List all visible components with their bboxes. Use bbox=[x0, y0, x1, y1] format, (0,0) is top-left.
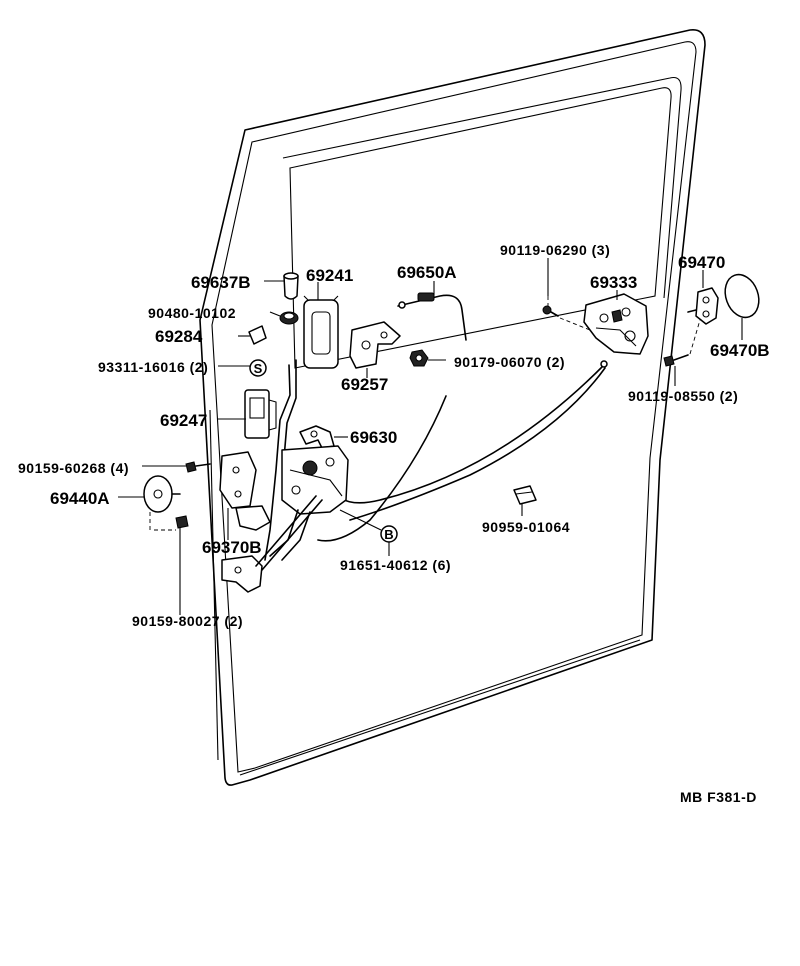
bracket-69247 bbox=[244, 389, 277, 439]
label-69637B: 69637B bbox=[191, 273, 251, 292]
label-69470: 69470 bbox=[678, 253, 725, 272]
label-90159-80027: 90159-80027 (2) bbox=[132, 613, 243, 629]
screw-90159-80027 bbox=[149, 512, 189, 615]
label-90119-06290: 90119-06290 (3) bbox=[500, 242, 610, 258]
marker-s-text: S bbox=[254, 361, 263, 376]
label-69650A: 69650A bbox=[397, 263, 457, 282]
link-69370B bbox=[221, 495, 323, 593]
rod-69650A bbox=[397, 292, 467, 341]
label-69333: 69333 bbox=[590, 273, 637, 292]
shim-69470B bbox=[724, 273, 760, 319]
cap-69637B bbox=[283, 272, 299, 300]
label-69440A: 69440A bbox=[50, 489, 110, 508]
label-69630: 69630 bbox=[350, 428, 397, 447]
label-69470B: 69470B bbox=[710, 341, 770, 360]
label-69284: 69284 bbox=[155, 327, 203, 346]
label-69241: 69241 bbox=[306, 266, 353, 285]
leader-lines bbox=[118, 258, 743, 540]
label-69370B: 69370B bbox=[202, 538, 262, 557]
door-outline bbox=[199, 28, 706, 786]
clamp-90959-01064 bbox=[513, 485, 537, 505]
label-93311-16016: 93311-16016 (2) bbox=[98, 359, 208, 375]
lock-assembly-69333 bbox=[583, 293, 649, 355]
clip-69284 bbox=[248, 325, 267, 345]
screw-90159-60268 bbox=[185, 461, 211, 473]
plate-69440A bbox=[143, 475, 181, 513]
label-90159-60268: 90159-60268 (4) bbox=[18, 460, 129, 476]
marker-b-text: B bbox=[384, 527, 393, 542]
label-90179-06070: 90179-06070 (2) bbox=[454, 354, 565, 370]
label-90959-01064: 90959-01064 bbox=[482, 519, 570, 535]
label-90480-10102: 90480-10102 bbox=[148, 305, 236, 321]
marker-s: S bbox=[249, 359, 267, 377]
striker-69470 bbox=[687, 287, 719, 325]
latch-mechanism bbox=[269, 445, 349, 561]
label-69257: 69257 bbox=[341, 375, 388, 394]
lever-69630 bbox=[299, 425, 335, 449]
diagram-code: MB F381-D bbox=[680, 789, 757, 805]
bracket-left bbox=[219, 451, 271, 531]
label-69247: 69247 bbox=[160, 411, 207, 430]
label-91651-40612: 91651-40612 (6) bbox=[340, 557, 451, 573]
marker-b: B bbox=[339, 509, 398, 556]
nut-90179-06070 bbox=[409, 349, 429, 367]
release-cables bbox=[317, 360, 608, 542]
control-rod bbox=[264, 359, 297, 561]
label-90119-08550: 90119-08550 (2) bbox=[628, 388, 738, 404]
screw-90119-08550 bbox=[663, 319, 701, 367]
part-labels: 69637B 69241 69650A 90119-06290 (3) 6947… bbox=[18, 242, 770, 629]
grommet-90480-10102 bbox=[279, 311, 299, 325]
screw-90119-06290 bbox=[542, 296, 591, 331]
outside-handle-69241 bbox=[303, 295, 339, 369]
bracket-69257 bbox=[349, 321, 401, 369]
